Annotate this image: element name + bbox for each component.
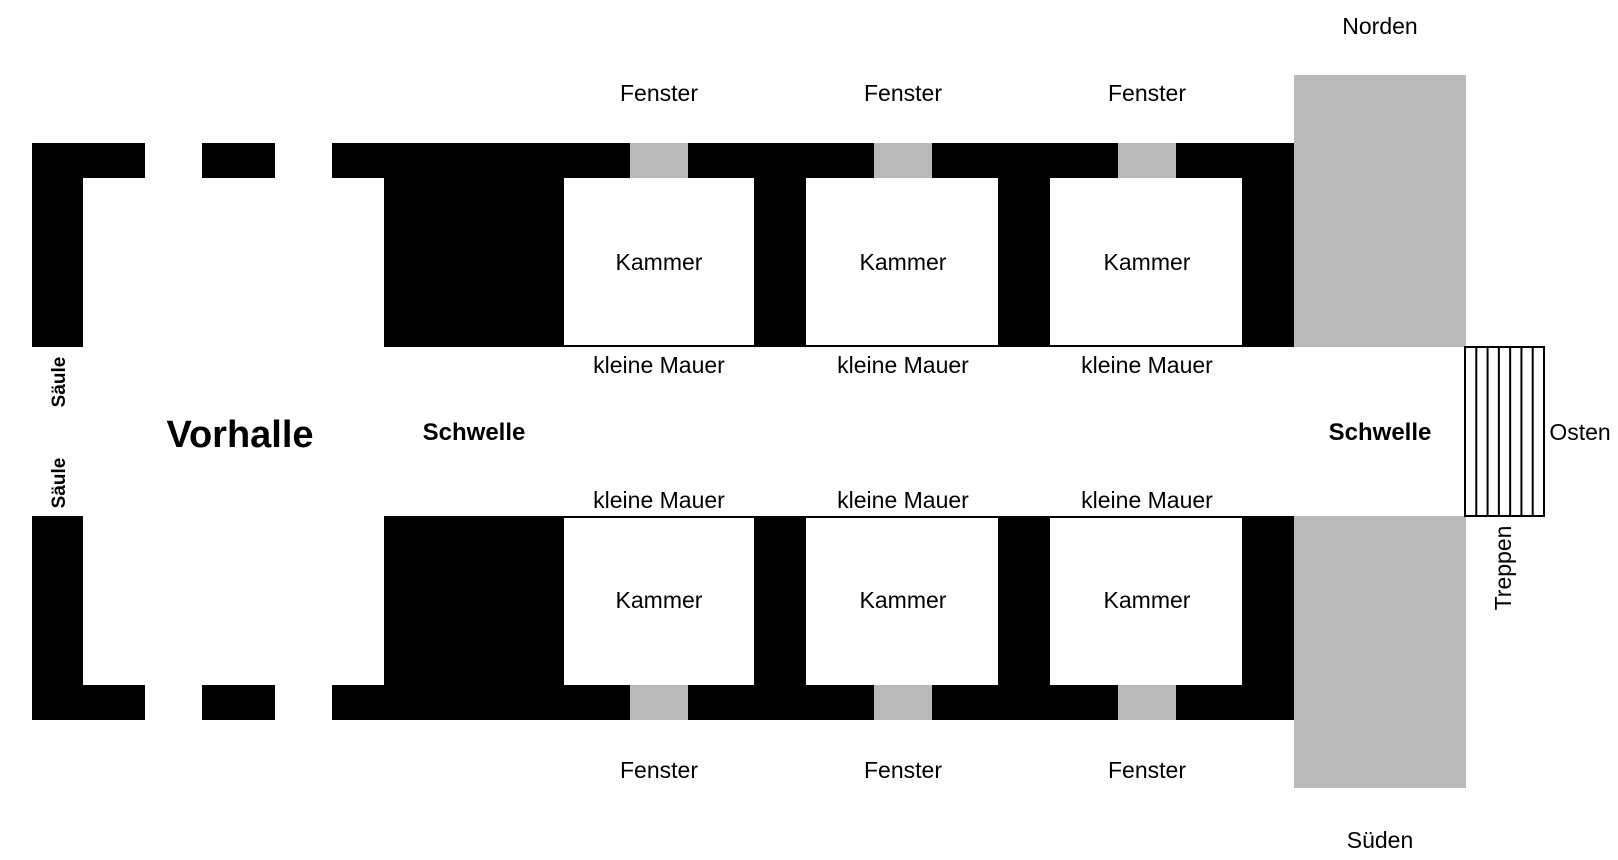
vorhalle-label: Vorhalle <box>166 414 313 456</box>
north-window-label: Fenster <box>1108 80 1186 106</box>
treppen-label: Treppen <box>1490 526 1516 611</box>
vorhalle-north-wall <box>32 143 145 347</box>
north-window <box>874 143 932 178</box>
saeule-upper-label: Säule <box>49 357 70 408</box>
north-small-wall-label: kleine Mauer <box>1081 352 1213 378</box>
vorhalle-north-wall-segment <box>202 143 275 178</box>
south-window-label: Fenster <box>864 757 942 783</box>
north-direction-label: Norden <box>1342 13 1417 39</box>
south-chamber-label: Kammer <box>860 587 947 613</box>
south-pier-east <box>1242 516 1294 685</box>
south-window <box>874 685 932 720</box>
north-pier-1 <box>754 178 806 347</box>
schwelle-east-label: Schwelle <box>1329 419 1432 446</box>
south-chamber-label: Kammer <box>616 587 703 613</box>
south-window <box>1118 685 1176 720</box>
north-window <box>630 143 688 178</box>
south-gate-tower <box>1294 516 1466 788</box>
east-direction-label: Osten <box>1549 419 1610 445</box>
north-small-wall-label: kleine Mauer <box>593 352 725 378</box>
stairs-outline <box>1464 346 1545 517</box>
north-window <box>1118 143 1176 178</box>
north-small-wall-label: kleine Mauer <box>837 352 969 378</box>
stairs <box>1464 346 1545 517</box>
north-pier-west <box>384 178 564 347</box>
north-window-label: Fenster <box>620 80 698 106</box>
south-window <box>630 685 688 720</box>
schwelle-west-label: Schwelle <box>423 419 526 446</box>
south-pier-west <box>384 516 564 685</box>
south-pier-2 <box>998 516 1050 685</box>
north-chamber-label: Kammer <box>616 249 703 275</box>
north-pier-east <box>1242 178 1294 347</box>
north-chamber-label: Kammer <box>860 249 947 275</box>
south-small-wall-label: kleine Mauer <box>593 487 725 513</box>
south-direction-label: Süden <box>1347 827 1414 853</box>
north-chamber-label: Kammer <box>1104 249 1191 275</box>
north-window-label: Fenster <box>864 80 942 106</box>
south-small-wall-label: kleine Mauer <box>837 487 969 513</box>
south-small-wall-label: kleine Mauer <box>1081 487 1213 513</box>
south-pier-1 <box>754 516 806 685</box>
vorhalle-south-wall <box>32 516 145 720</box>
saeule-lower-label: Säule <box>49 458 70 509</box>
north-pier-2 <box>998 178 1050 347</box>
south-chamber-label: Kammer <box>1104 587 1191 613</box>
south-window-label: Fenster <box>620 757 698 783</box>
vorhalle-south-wall-segment <box>202 685 275 720</box>
south-window-label: Fenster <box>1108 757 1186 783</box>
north-gate-tower <box>1294 75 1466 347</box>
